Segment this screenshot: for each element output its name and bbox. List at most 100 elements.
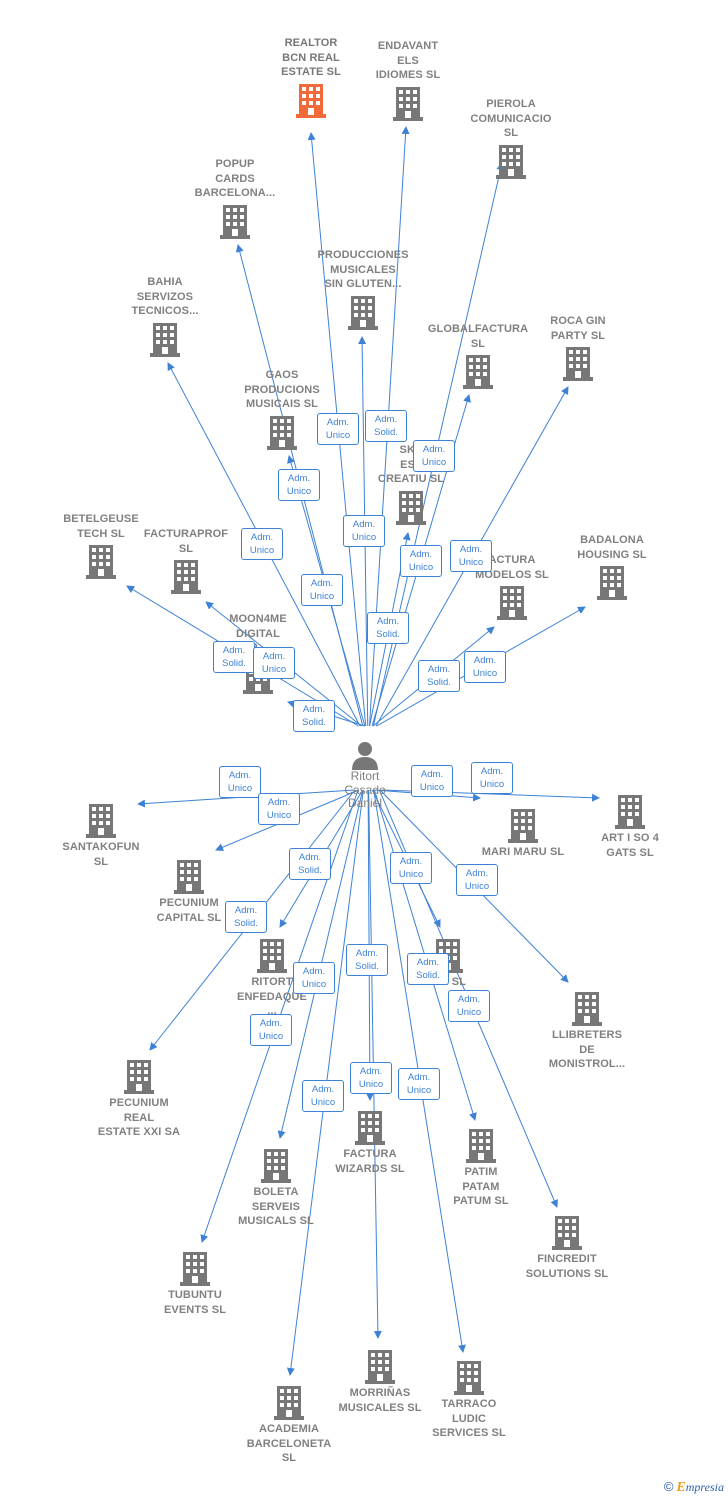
company-node-pecuniumcap[interactable]: PECUNIUM CAPITAL SL bbox=[134, 858, 244, 925]
company-name: FACTURA WIZARDS SL bbox=[335, 1148, 405, 1175]
role-badge-bahia[interactable]: Adm. Unico bbox=[241, 528, 283, 560]
role-badge-rocagin[interactable]: Adm. Unico bbox=[450, 540, 492, 572]
company-name: BAHIA SERVIZOS TECNICOS... bbox=[131, 276, 199, 317]
role-badge-llibreters[interactable]: Adm. Unico bbox=[456, 864, 498, 896]
company-name: MOON4ME DIGITAL P... bbox=[229, 613, 287, 654]
role-badge-sketch[interactable]: Adm. Solid. bbox=[367, 612, 409, 644]
role-badge-pecuniumcap[interactable]: Adm. Unico bbox=[258, 793, 300, 825]
building-icon bbox=[563, 345, 593, 381]
company-name: MORRIÑAS MUSICALES SL bbox=[338, 1387, 422, 1414]
company-node-tubuntu[interactable]: TUBUNTU EVENTS SL bbox=[140, 1250, 250, 1317]
building-icon bbox=[274, 1384, 304, 1420]
company-name: FINCREDIT SOLUTIONS SL bbox=[525, 1253, 609, 1280]
building-icon bbox=[454, 1359, 484, 1395]
building-icon bbox=[86, 543, 116, 579]
role-badge-badalona[interactable]: Adm. Unico bbox=[464, 651, 506, 683]
company-node-llibreters[interactable]: LLIBRETERS DE MONISTROL... bbox=[532, 990, 642, 1072]
company-name: SANTAKOFUN SL bbox=[62, 841, 140, 868]
role-badge-morrinas[interactable]: Adm. Unico bbox=[350, 1062, 392, 1094]
role-badge-pierola[interactable]: Adm. Unico bbox=[413, 440, 455, 472]
role-badge-marimaru[interactable]: Adm. Unico bbox=[411, 765, 453, 797]
building-icon bbox=[466, 1127, 496, 1163]
company-node-facturawiz[interactable]: FACTURA WIZARDS SL bbox=[315, 1109, 425, 1176]
company-name: REALTOR BCN REAL ESTATE SL bbox=[281, 37, 341, 78]
footer-brand[interactable]: © Empresia bbox=[664, 1479, 724, 1496]
role-badge-santakofun[interactable]: Adm. Unico bbox=[219, 766, 261, 798]
building-icon bbox=[86, 802, 116, 838]
company-node-popup[interactable]: POPUP CARDS BARCELONA... bbox=[180, 157, 290, 239]
role-badge-facturawiz[interactable]: Adm. Solid. bbox=[346, 944, 388, 976]
role-badge-tubuntu[interactable]: Adm. Unico bbox=[250, 1014, 292, 1046]
role-badge-pecuniumreal[interactable]: Adm. Solid. bbox=[225, 901, 267, 933]
company-name: LLIBRETERS DE MONISTROL... bbox=[548, 1029, 626, 1070]
company-node-marimaru[interactable]: MARI MARU SL bbox=[468, 807, 578, 860]
role-badge-popup[interactable]: Adm. Unico bbox=[278, 469, 320, 501]
company-node-badalona[interactable]: BADALONA HOUSING SL bbox=[557, 533, 667, 600]
building-icon bbox=[597, 564, 627, 600]
role-badge-boleta[interactable]: Adm. Unico bbox=[293, 962, 335, 994]
building-icon bbox=[257, 937, 287, 973]
role-badge-tiimum[interactable]: Adm. Unico bbox=[390, 852, 432, 884]
role-badge-realtor[interactable]: Adm. Unico bbox=[317, 413, 359, 445]
company-name: PRODUCCIONES MUSICALES SIN GLUTEN... bbox=[317, 249, 409, 290]
company-name: MARI MARU SL bbox=[481, 846, 565, 858]
company-name: BOLETA SERVEIS MUSICALS SL bbox=[238, 1186, 314, 1227]
building-icon bbox=[393, 85, 423, 121]
company-name: ACADEMIA BARCELONETA SL bbox=[246, 1423, 332, 1464]
company-node-ritortenf[interactable]: RITORT ENFEDAQUE ... bbox=[217, 937, 327, 1019]
role-badge-betelgeuse[interactable]: Adm. Solid. bbox=[213, 641, 255, 673]
company-name: POPUP CARDS BARCELONA... bbox=[194, 158, 276, 199]
role-badge-moon4me[interactable]: Adm. Solid. bbox=[293, 700, 335, 732]
role-badge-gaos[interactable]: Adm. Unico bbox=[301, 574, 343, 606]
company-node-academia[interactable]: ACADEMIA BARCELONETA SL bbox=[234, 1384, 344, 1466]
company-name: PIEROLA COMUNICACIO SL bbox=[470, 98, 552, 139]
role-badge-patim[interactable]: Adm. Solid. bbox=[407, 953, 449, 985]
building-icon bbox=[508, 807, 538, 843]
company-node-morrinas[interactable]: MORRIÑAS MUSICALES SL bbox=[325, 1348, 435, 1415]
company-node-pecuniumreal[interactable]: PECUNIUM REAL ESTATE XXI SA bbox=[84, 1058, 194, 1140]
company-node-pierola[interactable]: PIEROLA COMUNICACIO SL bbox=[456, 97, 566, 179]
building-icon bbox=[348, 294, 378, 330]
building-icon bbox=[572, 990, 602, 1026]
company-name: GLOBALFACTURA SL bbox=[427, 323, 529, 350]
company-node-santakofun[interactable]: SANTAKOFUN SL bbox=[46, 802, 156, 869]
role-badge-facturaprof[interactable]: Adm. Unico bbox=[253, 647, 295, 679]
company-node-artiso[interactable]: ART I SO 4 GATS SL bbox=[575, 793, 685, 860]
role-badge-ritortenf[interactable]: Adm. Solid. bbox=[289, 848, 331, 880]
company-node-boleta[interactable]: BOLETA SERVEIS MUSICALS SL bbox=[221, 1147, 331, 1229]
building-icon bbox=[396, 489, 426, 525]
company-name: ENDAVANT ELS IDIOMES SL bbox=[375, 40, 441, 81]
brand-name: mpresia bbox=[685, 1480, 724, 1494]
company-node-fincredit[interactable]: FINCREDIT SOLUTIONS SL bbox=[512, 1214, 622, 1281]
company-node-tarraco[interactable]: TARRACO LUDIC SERVICES SL bbox=[414, 1359, 524, 1441]
company-node-endavant[interactable]: ENDAVANT ELS IDIOMES SL bbox=[353, 39, 463, 121]
role-badge-producciones[interactable]: Adm. Unico bbox=[343, 515, 385, 547]
role-badge-facturamodelos[interactable]: Adm. Solid. bbox=[418, 660, 460, 692]
company-node-bahia[interactable]: BAHIA SERVIZOS TECNICOS... bbox=[110, 275, 220, 357]
company-node-gaos[interactable]: GAOS PRODUCIONS MUSICAIS SL bbox=[227, 368, 337, 450]
role-badge-globalfactura[interactable]: Adm. Unico bbox=[400, 545, 442, 577]
building-icon bbox=[355, 1109, 385, 1145]
building-icon bbox=[171, 558, 201, 594]
company-node-realtor[interactable]: REALTOR BCN REAL ESTATE SL bbox=[256, 36, 366, 118]
company-node-rocagin[interactable]: ROCA GIN PARTY SL bbox=[523, 314, 633, 381]
company-node-globalfactura[interactable]: GLOBALFACTURA SL bbox=[423, 322, 533, 389]
company-name: PECUNIUM CAPITAL SL bbox=[156, 897, 222, 924]
role-badge-academia[interactable]: Adm. Unico bbox=[302, 1080, 344, 1112]
copyright-icon: © bbox=[663, 1479, 674, 1494]
company-name: ROCA GIN PARTY SL bbox=[550, 315, 606, 342]
company-node-patim[interactable]: PATIM PATAM PATUM SL bbox=[426, 1127, 536, 1209]
person-node[interactable]: Ritort Casado Daniel bbox=[335, 740, 395, 811]
person-icon bbox=[352, 742, 378, 770]
building-icon bbox=[365, 1348, 395, 1384]
building-icon bbox=[496, 143, 526, 179]
role-badge-endavant[interactable]: Adm. Solid. bbox=[365, 410, 407, 442]
role-badge-artiso[interactable]: Adm. Unico bbox=[471, 762, 513, 794]
company-node-facturaprof[interactable]: FACTURAPROF SL bbox=[131, 527, 241, 594]
company-node-betelgeuse[interactable]: BETELGEUSE TECH SL bbox=[46, 512, 156, 579]
building-icon bbox=[261, 1147, 291, 1183]
role-badge-fincredit[interactable]: Adm. Unico bbox=[448, 990, 490, 1022]
company-node-producciones[interactable]: PRODUCCIONES MUSICALES SIN GLUTEN... bbox=[308, 248, 418, 330]
company-node-moon4me[interactable]: MOON4ME DIGITAL P... bbox=[203, 612, 313, 694]
role-badge-tarraco[interactable]: Adm. Unico bbox=[398, 1068, 440, 1100]
